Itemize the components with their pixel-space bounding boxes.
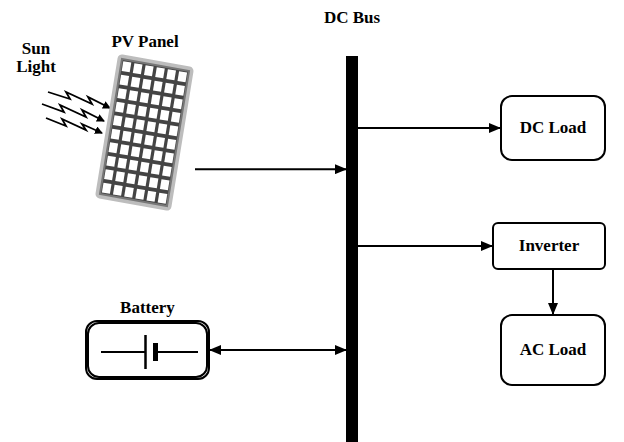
heading-label: PV Panel	[111, 32, 178, 52]
arrow-connector	[195, 168, 346, 170]
pv-panel-drawing	[95, 56, 195, 211]
arrow-connector	[210, 349, 346, 351]
pv-panel: PV Panel	[95, 56, 195, 211]
inverter-box: Inverter	[492, 222, 606, 270]
heading-label: DC Bus	[324, 8, 380, 28]
battery-symbol	[87, 322, 212, 382]
battery-box: Battery	[85, 320, 210, 380]
heading-label: Battery	[120, 298, 175, 318]
load-box: DC Load	[500, 95, 606, 161]
free-label: Sun Light	[8, 40, 64, 76]
box-label: AC Load	[520, 340, 587, 360]
arrow-connector	[552, 270, 554, 314]
battery-outline	[87, 322, 208, 378]
arrow-connector	[358, 245, 492, 247]
arrow-connector	[358, 127, 500, 129]
box-label: Inverter	[519, 236, 579, 256]
dc-bus-bar: DC Bus	[346, 56, 358, 442]
load-box: AC Load	[500, 314, 606, 386]
box-label: DC Load	[520, 118, 587, 138]
